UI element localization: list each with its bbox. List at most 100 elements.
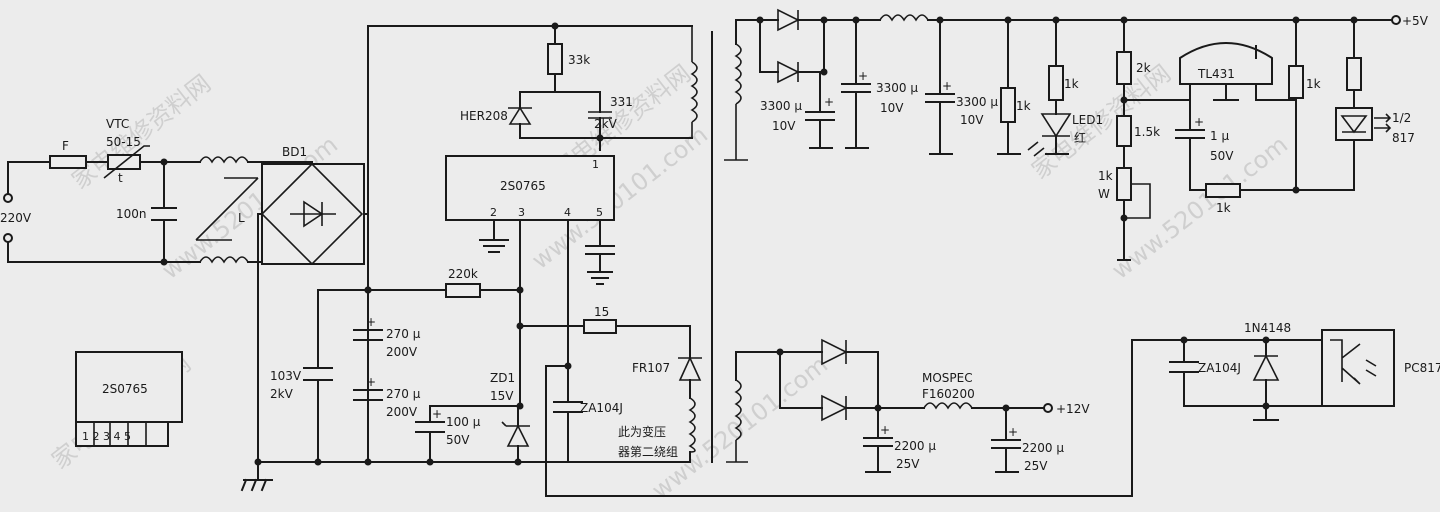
plus-c2: + — [366, 375, 376, 389]
led1-color: 红 — [1074, 130, 1086, 145]
diode-5v-a — [777, 8, 800, 32]
resistor-33k — [547, 43, 563, 75]
ic-pin3: 3 — [518, 206, 525, 219]
cap-za104j-b-label: ZA104J — [1198, 361, 1241, 375]
tl431 — [1179, 42, 1273, 85]
resistor-220k — [445, 283, 481, 298]
cap-100u-voltage: 50V — [446, 433, 470, 447]
resistor-1k-opto-label: 1k — [1306, 77, 1321, 91]
tl431-label: TL431 — [1197, 67, 1235, 81]
led1 — [1027, 113, 1072, 157]
aux-winding-note-1: 此为变压 — [618, 424, 666, 439]
ic-package-leads — [75, 421, 169, 447]
choke-bottom-coil — [199, 256, 249, 264]
cap-270u-b-label: 270 μ — [386, 387, 421, 401]
ic-pin2: 2 — [490, 206, 497, 219]
resistor-1k-dummy-label: 1k — [1016, 99, 1031, 113]
secondary-12v: + 2200 μ 25V MOSPEC F160200 + 2200 μ 25V… — [726, 338, 1090, 473]
output-5v-terminal — [1391, 15, 1401, 25]
aux-winding — [688, 397, 696, 453]
potentiometer-1k — [1116, 167, 1132, 201]
resistor-1k-dummy — [1000, 87, 1016, 123]
watermark-url-3: www.520101.com — [1106, 130, 1293, 284]
inductor-5v — [879, 14, 929, 22]
ic-pin4: 4 — [564, 206, 571, 219]
resistor-1k-led — [1048, 65, 1064, 101]
inductor-12v — [923, 402, 973, 410]
input-stage: 220V F VTC 50-15 t 100n L BD1 — [0, 117, 369, 481]
thermistor-name: VTC — [106, 117, 129, 131]
plus-c1u: + — [1194, 115, 1204, 129]
resistor-1-5k — [1116, 115, 1132, 147]
cap-331 — [588, 111, 612, 119]
zener-zd1-label: ZD1 — [490, 371, 515, 385]
fuse — [49, 155, 87, 169]
plus-c3300b: + — [858, 69, 868, 83]
cap-3300-b-voltage: 10V — [880, 101, 904, 115]
plus-c2200a: + — [880, 423, 890, 437]
cap-331-label: 331 — [610, 95, 633, 109]
thermistor-value: 50-15 — [106, 135, 141, 149]
cap-100u-label: 100 μ — [446, 415, 481, 429]
diode-fr107 — [678, 356, 702, 381]
ic-2s0765 — [445, 155, 615, 221]
transformer-primary — [690, 26, 698, 138]
cap-270u-b-voltage: 200V — [386, 405, 418, 419]
cap-103-voltage: 2kV — [270, 387, 294, 401]
cap-3300-c-label: 3300 μ — [956, 95, 998, 109]
ic-package-diagram: 2S0765 1 2 3 4 5 — [75, 351, 183, 447]
cap-2200-b-voltage: 25V — [1024, 459, 1048, 473]
optocoupler-led-817 — [1335, 107, 1373, 141]
aux-winding-note-2: 器第二绕组 — [618, 445, 678, 459]
mospec-label: MOSPEC — [922, 371, 973, 385]
cap-3300-b-label: 3300 μ — [876, 81, 918, 95]
cap-270u-a-label: 270 μ — [386, 327, 421, 341]
output-12v-terminal — [1043, 403, 1053, 413]
primary-stage: 33k HER208 331 2kV 2S0765 1 2 3 4 5 220k… — [240, 22, 1185, 497]
cap-2200-a-label: 2200 μ — [894, 439, 936, 453]
secondary-5v: + 3300 μ 10V + 3300 μ 10V + 3300 μ 10V 1… — [724, 8, 1429, 261]
optocoupler-pc817 — [1321, 329, 1395, 407]
ac-input-label: 220V — [0, 211, 32, 225]
resistor-opto-series — [1346, 57, 1362, 91]
resistor-1k-feedback — [1205, 183, 1241, 198]
zener-zd1 — [501, 421, 530, 447]
resistor-33k-label: 33k — [568, 53, 590, 67]
feedback-pc817: ZA104J 1N4148 PC817 — [1169, 321, 1440, 421]
f160200-label: F160200 — [922, 387, 975, 401]
cap-3300-a-voltage: 10V — [772, 119, 796, 133]
transformer-secondary-5v — [724, 43, 748, 161]
resistor-1k-opto — [1288, 65, 1304, 99]
ic-pin1: 1 — [592, 158, 599, 171]
ac-terminal-top — [3, 193, 13, 203]
watermark-cn-1: 家电维修资料网 — [66, 69, 216, 194]
diode-5v-b — [777, 60, 800, 84]
pc817-label: PC817 — [1404, 361, 1440, 375]
resistor-15-label: 15 — [594, 305, 609, 319]
resistor-220k-label: 220k — [448, 267, 478, 281]
potentiometer-w: W — [1098, 187, 1110, 201]
bridge-label: BD1 — [282, 145, 307, 159]
plus-c3300c: + — [942, 79, 952, 93]
diode-her208-label: HER208 — [460, 109, 508, 123]
potentiometer-label: 1k — [1098, 169, 1113, 183]
cap-270u-a-voltage: 200V — [386, 345, 418, 359]
opto-817-label: 817 — [1392, 131, 1415, 145]
cap-103-label: 103V — [270, 369, 302, 383]
cap-331-voltage: 2kV — [594, 117, 618, 131]
ic-package-pins: 1 2 3 4 5 — [82, 430, 131, 443]
cap-1u-voltage: 50V — [1210, 149, 1234, 163]
diode-12v-b — [821, 394, 848, 422]
resistor-1-5k-label: 1.5k — [1134, 125, 1160, 139]
cap-za104j-label: ZA104J — [580, 401, 623, 415]
diode-her208 — [508, 106, 532, 125]
cap-3300-a-label: 3300 μ — [760, 99, 802, 113]
watermark-layer: 家电维修资料网 www.520101.com 家电维修资料网 www.52010… — [46, 59, 1293, 504]
resistor-2k-label: 2k — [1136, 61, 1151, 75]
plus-c1: + — [366, 315, 376, 329]
cap-3300-c-voltage: 10V — [960, 113, 984, 127]
output-12v-label: +12V — [1056, 402, 1090, 416]
diode-12v-a — [821, 338, 848, 366]
led1-label: LED1 — [1072, 113, 1103, 127]
ic-package-body — [75, 351, 183, 423]
